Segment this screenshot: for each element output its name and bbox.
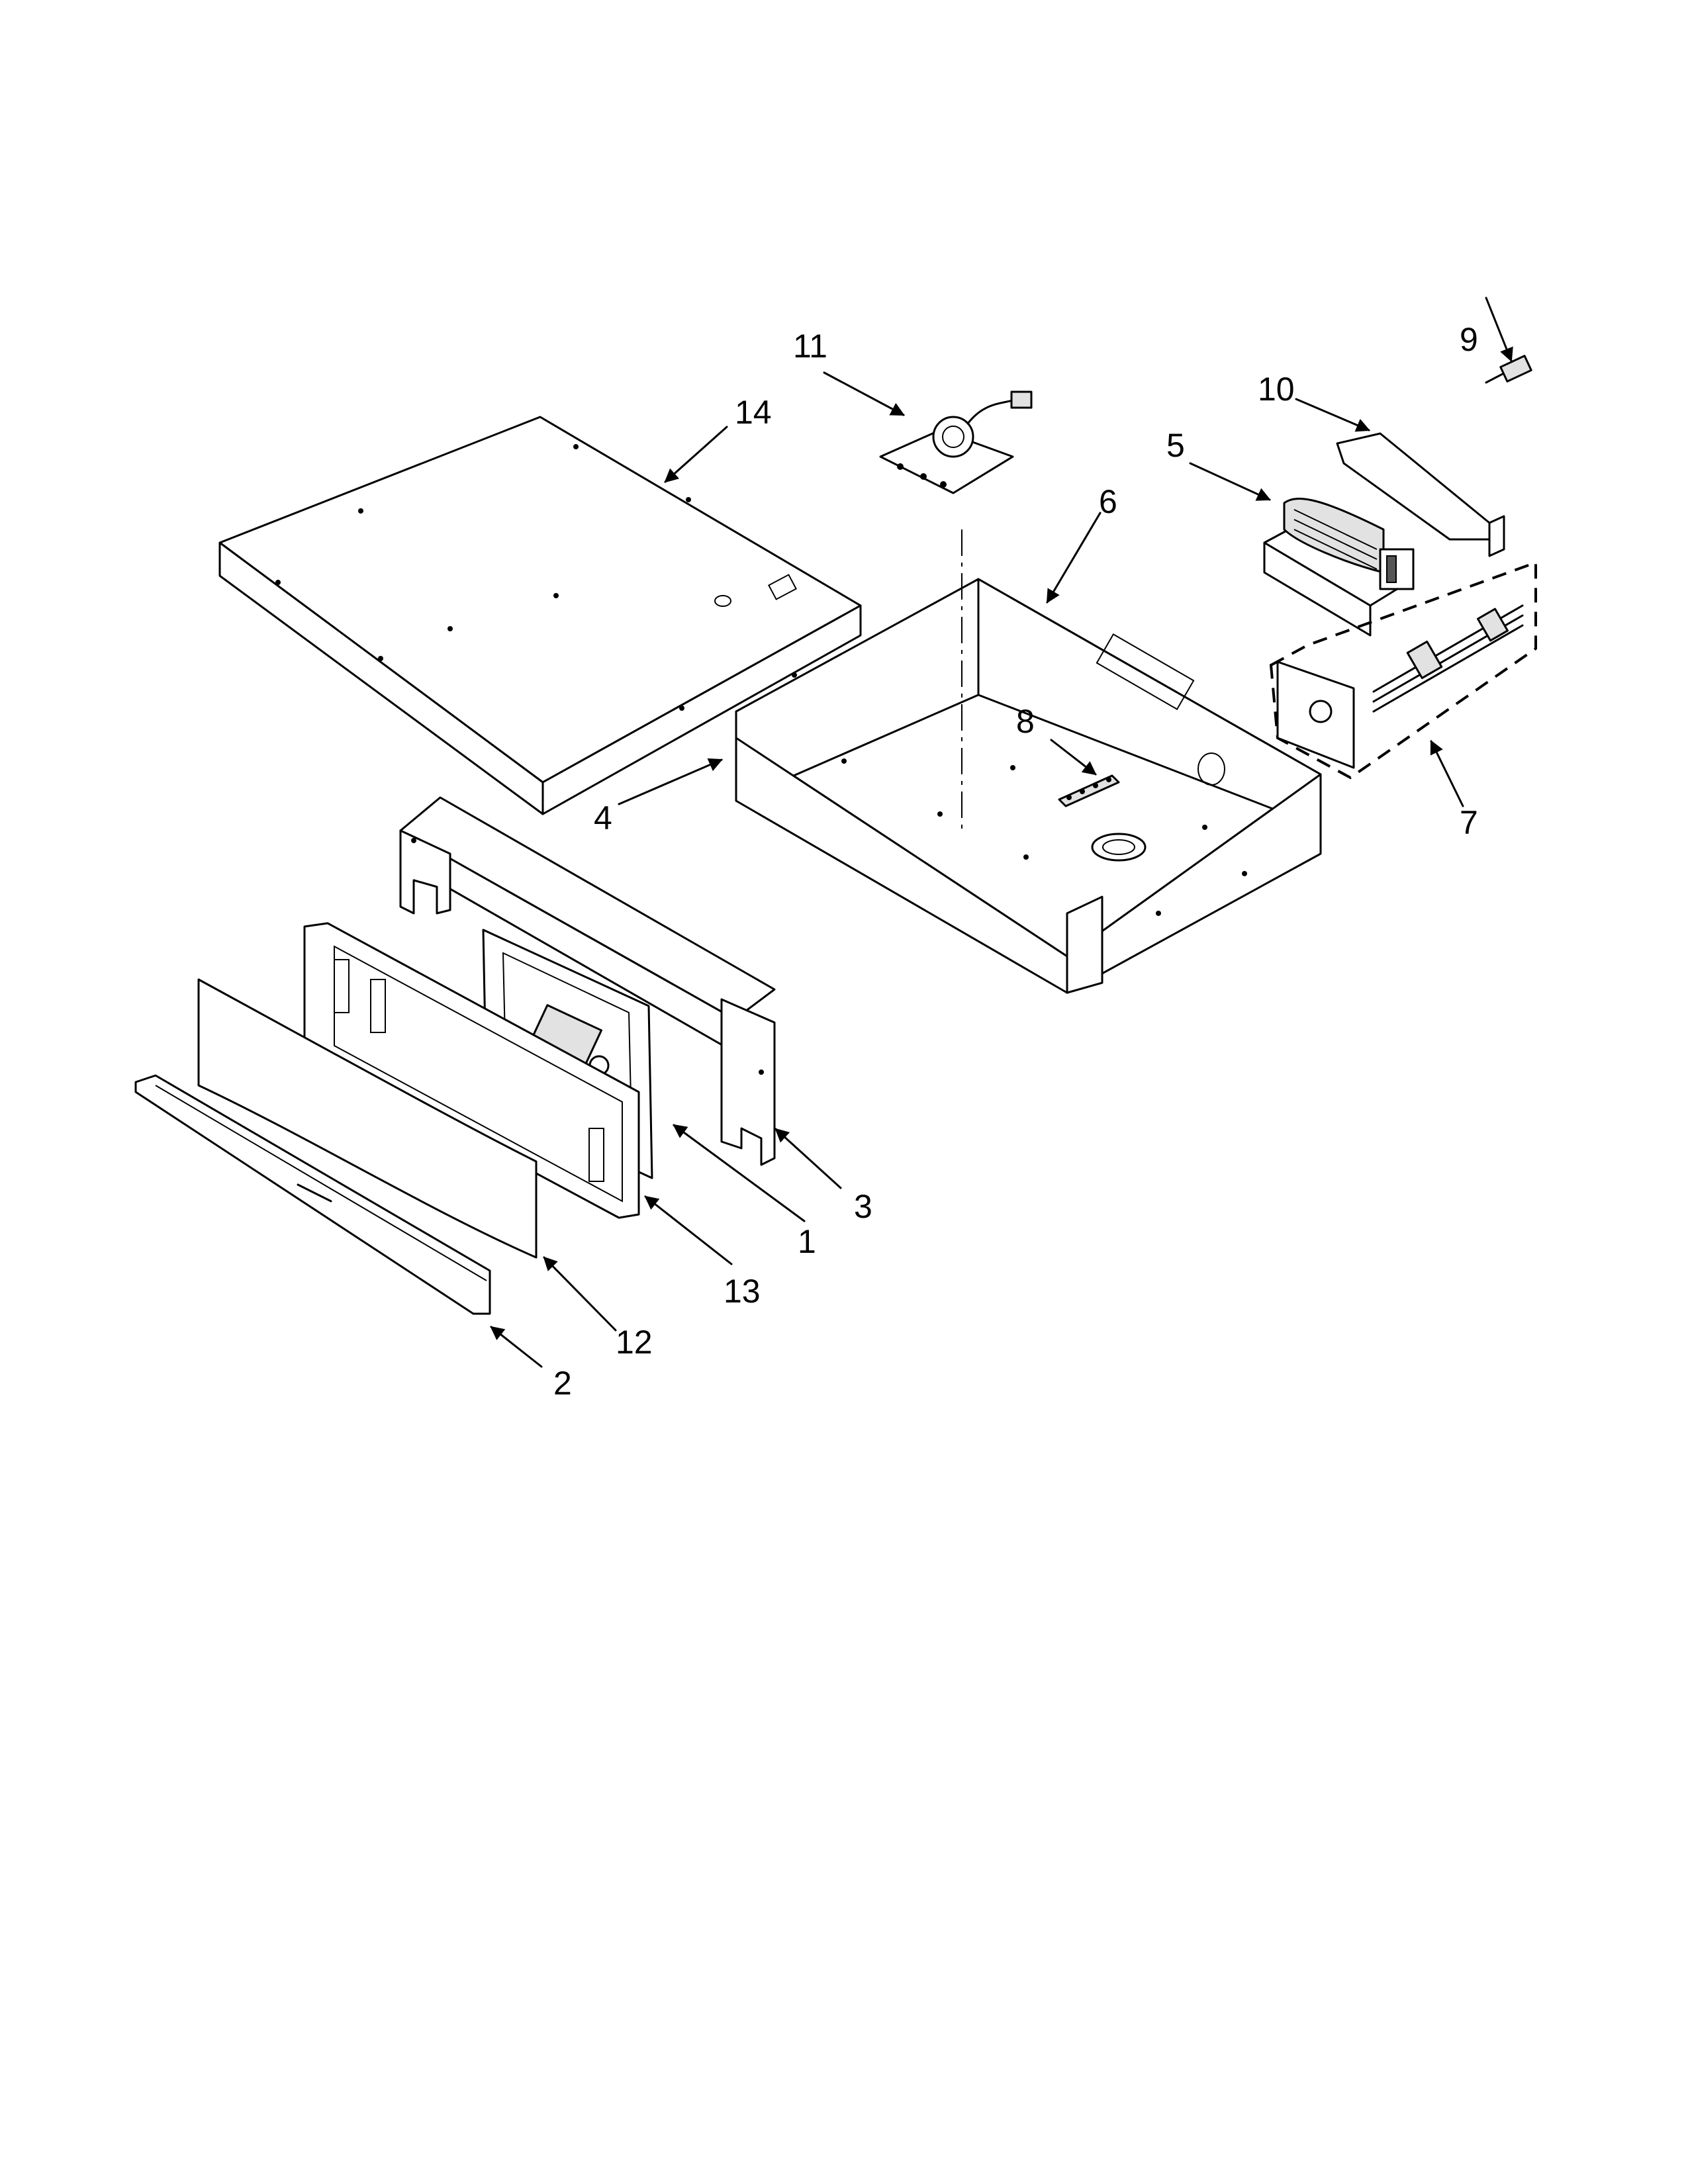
callout-1: 1 [798,1223,816,1260]
part-9-screw [1485,355,1532,384]
part-7-wiring-kit [1269,561,1537,780]
part-14-top-cover [218,416,862,815]
part-3-panel-housing [399,796,776,1166]
callout-leaders [490,296,1513,1368]
callout-8: 8 [1016,703,1035,740]
callout-9: 9 [1460,321,1478,358]
part-10-bracket [1336,432,1505,557]
part-5-blower [1263,498,1415,637]
callout-2: 2 [553,1365,572,1402]
callout-11: 11 [793,328,827,365]
part-8-terminal-block [1058,774,1120,807]
callout-10: 10 [1258,371,1295,408]
callout-7: 7 [1460,804,1478,841]
part-11-thermostat [879,390,1033,494]
callout-4: 4 [594,799,612,837]
callout-labels: 1 2 3 4 5 6 7 8 9 10 11 12 13 14 [553,321,1478,1402]
callout-5: 5 [1166,427,1185,464]
callout-6: 6 [1099,483,1117,520]
part-2-trim [134,1074,491,1315]
part-12-glass [197,978,538,1259]
callout-3: 3 [854,1188,872,1225]
callout-12: 12 [616,1324,653,1361]
callout-14: 14 [735,394,772,431]
callout-13: 13 [724,1273,761,1310]
part-6-housing [735,578,1322,994]
